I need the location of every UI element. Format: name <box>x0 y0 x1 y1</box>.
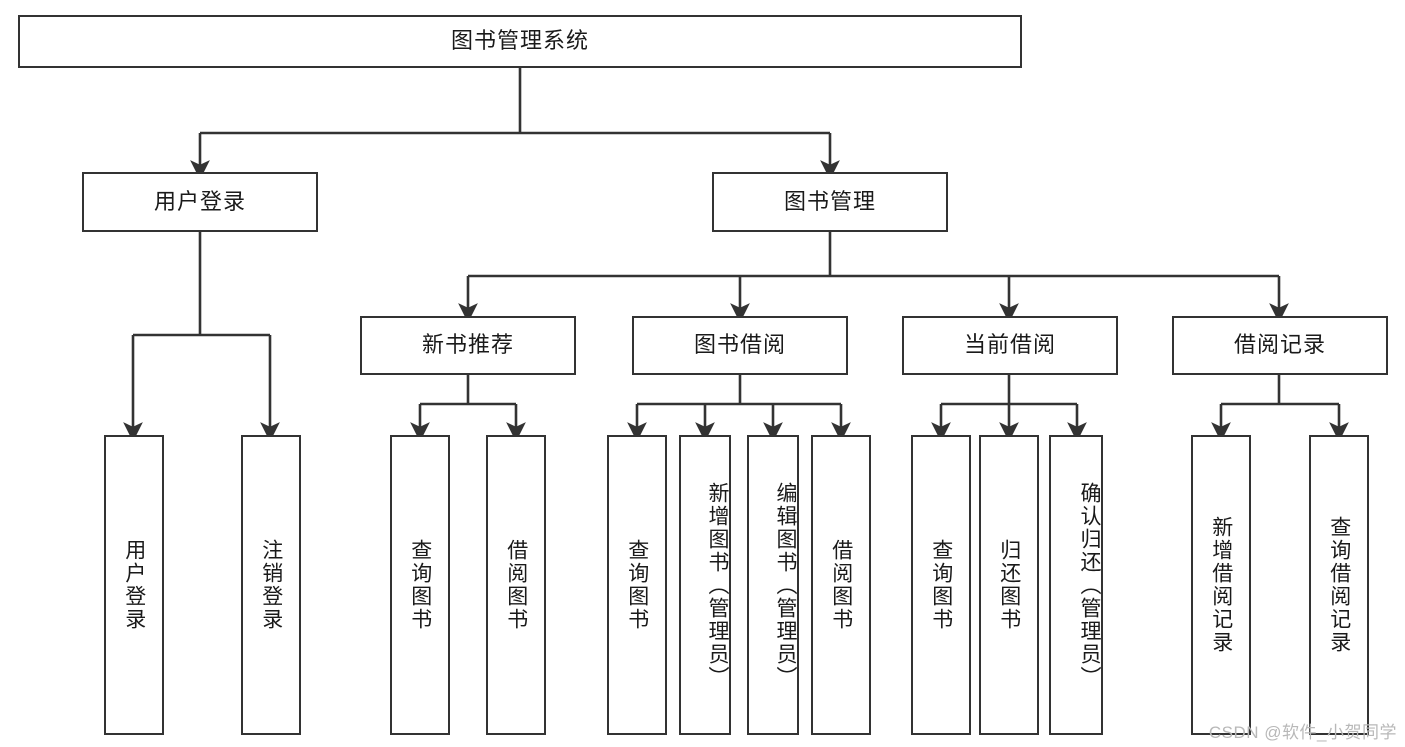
node-label: 借阅图书 <box>504 539 528 631</box>
node-label: 用户登录 <box>153 188 246 214</box>
leaf-add-book-admin[interactable]: 新增图书（管理员） <box>679 435 731 735</box>
node-book-borrow[interactable]: 图书借阅 <box>632 316 848 375</box>
node-current-borrow[interactable]: 当前借阅 <box>902 316 1118 375</box>
node-new-book-recommend[interactable]: 新书推荐 <box>360 316 576 375</box>
node-label: 编辑图书（管理员） <box>774 481 797 689</box>
node-borrow-record[interactable]: 借阅记录 <box>1172 316 1388 375</box>
leaf-edit-book-admin[interactable]: 编辑图书（管理员） <box>747 435 799 735</box>
leaf-borrow-book-new-recommend[interactable]: 借阅图书 <box>486 435 546 735</box>
node-label: 查询图书 <box>625 539 649 631</box>
node-label: 借阅记录 <box>1233 332 1326 358</box>
node-label: 确认归还（管理员） <box>1078 481 1101 689</box>
node-user-login[interactable]: 用户登录 <box>82 172 318 232</box>
leaf-user-login[interactable]: 用户登录 <box>104 435 164 735</box>
node-label: 新增图书（管理员） <box>706 481 729 689</box>
leaf-logout-login[interactable]: 注销登录 <box>241 435 301 735</box>
leaf-query-book-new-recommend[interactable]: 查询图书 <box>390 435 450 735</box>
node-label: 新增借阅记录 <box>1209 516 1233 654</box>
node-root-book-management-system[interactable]: 图书管理系统 <box>18 15 1022 68</box>
csdn-watermark: CSDN @软件_小贺同学 <box>1208 723 1397 742</box>
node-label: 图书管理系统 <box>450 28 589 54</box>
node-label: 新书推荐 <box>421 332 514 358</box>
leaf-confirm-return-admin[interactable]: 确认归还（管理员） <box>1049 435 1103 735</box>
leaf-return-book[interactable]: 归还图书 <box>979 435 1039 735</box>
node-label: 图书管理 <box>783 188 876 214</box>
leaf-query-borrow-record[interactable]: 查询借阅记录 <box>1309 435 1369 735</box>
leaf-borrow-book-borrow[interactable]: 借阅图书 <box>811 435 871 735</box>
node-book-management[interactable]: 图书管理 <box>712 172 948 232</box>
node-label: 查询借阅记录 <box>1327 516 1351 654</box>
node-label: 查询图书 <box>929 539 953 631</box>
leaf-query-book-borrow[interactable]: 查询图书 <box>607 435 667 735</box>
node-label: 归还图书 <box>997 539 1021 631</box>
node-label: 注销登录 <box>259 539 283 631</box>
node-label: 图书借阅 <box>693 332 786 358</box>
node-label: 用户登录 <box>122 539 146 631</box>
leaf-query-book-current[interactable]: 查询图书 <box>911 435 971 735</box>
node-label: 查询图书 <box>408 539 432 631</box>
node-label: 借阅图书 <box>829 539 853 631</box>
node-label: 当前借阅 <box>963 332 1056 358</box>
leaf-add-borrow-record[interactable]: 新增借阅记录 <box>1191 435 1251 735</box>
